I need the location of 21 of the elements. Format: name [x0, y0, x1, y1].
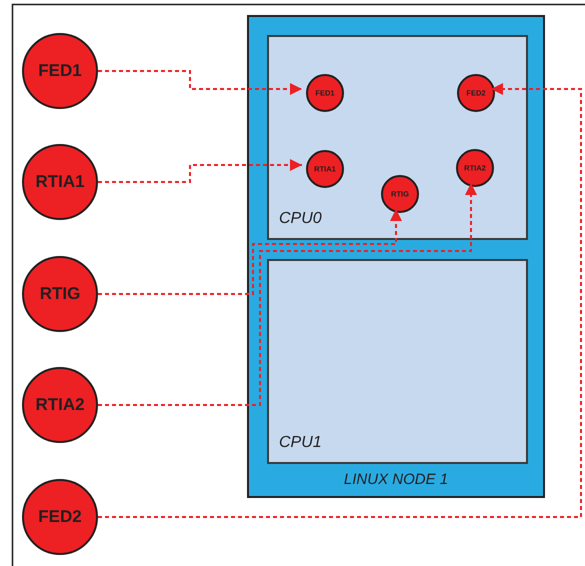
process-label: RTIA1 — [35, 172, 85, 192]
dashed-arrow — [98, 159, 302, 183]
dashed-arrow — [98, 70, 302, 95]
node-box — [247, 15, 545, 498]
cpu-box — [267, 35, 528, 240]
process-circle — [456, 149, 494, 187]
process-circle — [457, 74, 495, 112]
process-circle — [306, 150, 344, 188]
process-circle — [306, 74, 344, 112]
box-label: LINUX NODE 1 — [344, 471, 448, 488]
process-circle — [381, 175, 419, 213]
cpu-box — [267, 259, 528, 464]
process-label: RTIG — [40, 284, 80, 304]
process-label: RTIA2 — [35, 395, 85, 415]
process-label: FED1 — [38, 61, 82, 81]
dashed-arrow — [98, 209, 402, 295]
process-label: FED2 — [38, 507, 82, 527]
dashed-arrow — [98, 83, 582, 518]
dashed-arrow — [98, 183, 477, 406]
box-label: CPU1 — [279, 434, 322, 452]
box-label: CPU0 — [279, 210, 322, 228]
